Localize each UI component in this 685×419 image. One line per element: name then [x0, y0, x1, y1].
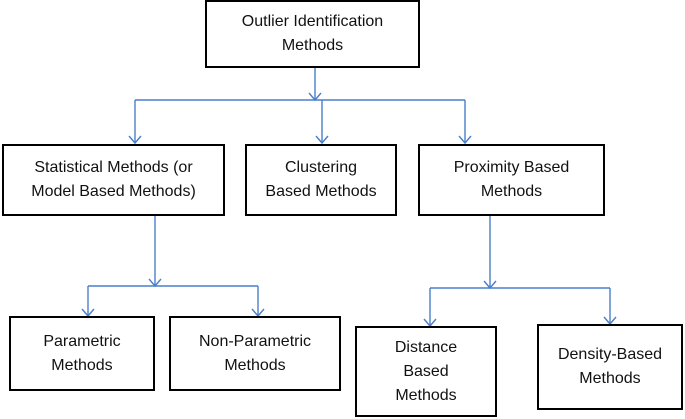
node-statistical: Statistical Methods (or Model Based Meth…: [2, 144, 225, 216]
node-parametric: Parametric Methods: [9, 316, 155, 391]
node-distance: Distance Based Methods: [355, 326, 497, 417]
node-proximity: Proximity Based Methods: [418, 144, 605, 216]
node-clustering: Clustering Based Methods: [245, 144, 397, 216]
arrowhead-proximity: [458, 135, 472, 145]
arrowhead-statistical: [128, 135, 142, 145]
arrowhead-clustering: [315, 135, 329, 145]
node-root: Outlier Identification Methods: [205, 0, 420, 68]
node-density: Density-Based Methods: [537, 324, 683, 410]
node-non-parametric: Non-Parametric Methods: [169, 316, 341, 391]
